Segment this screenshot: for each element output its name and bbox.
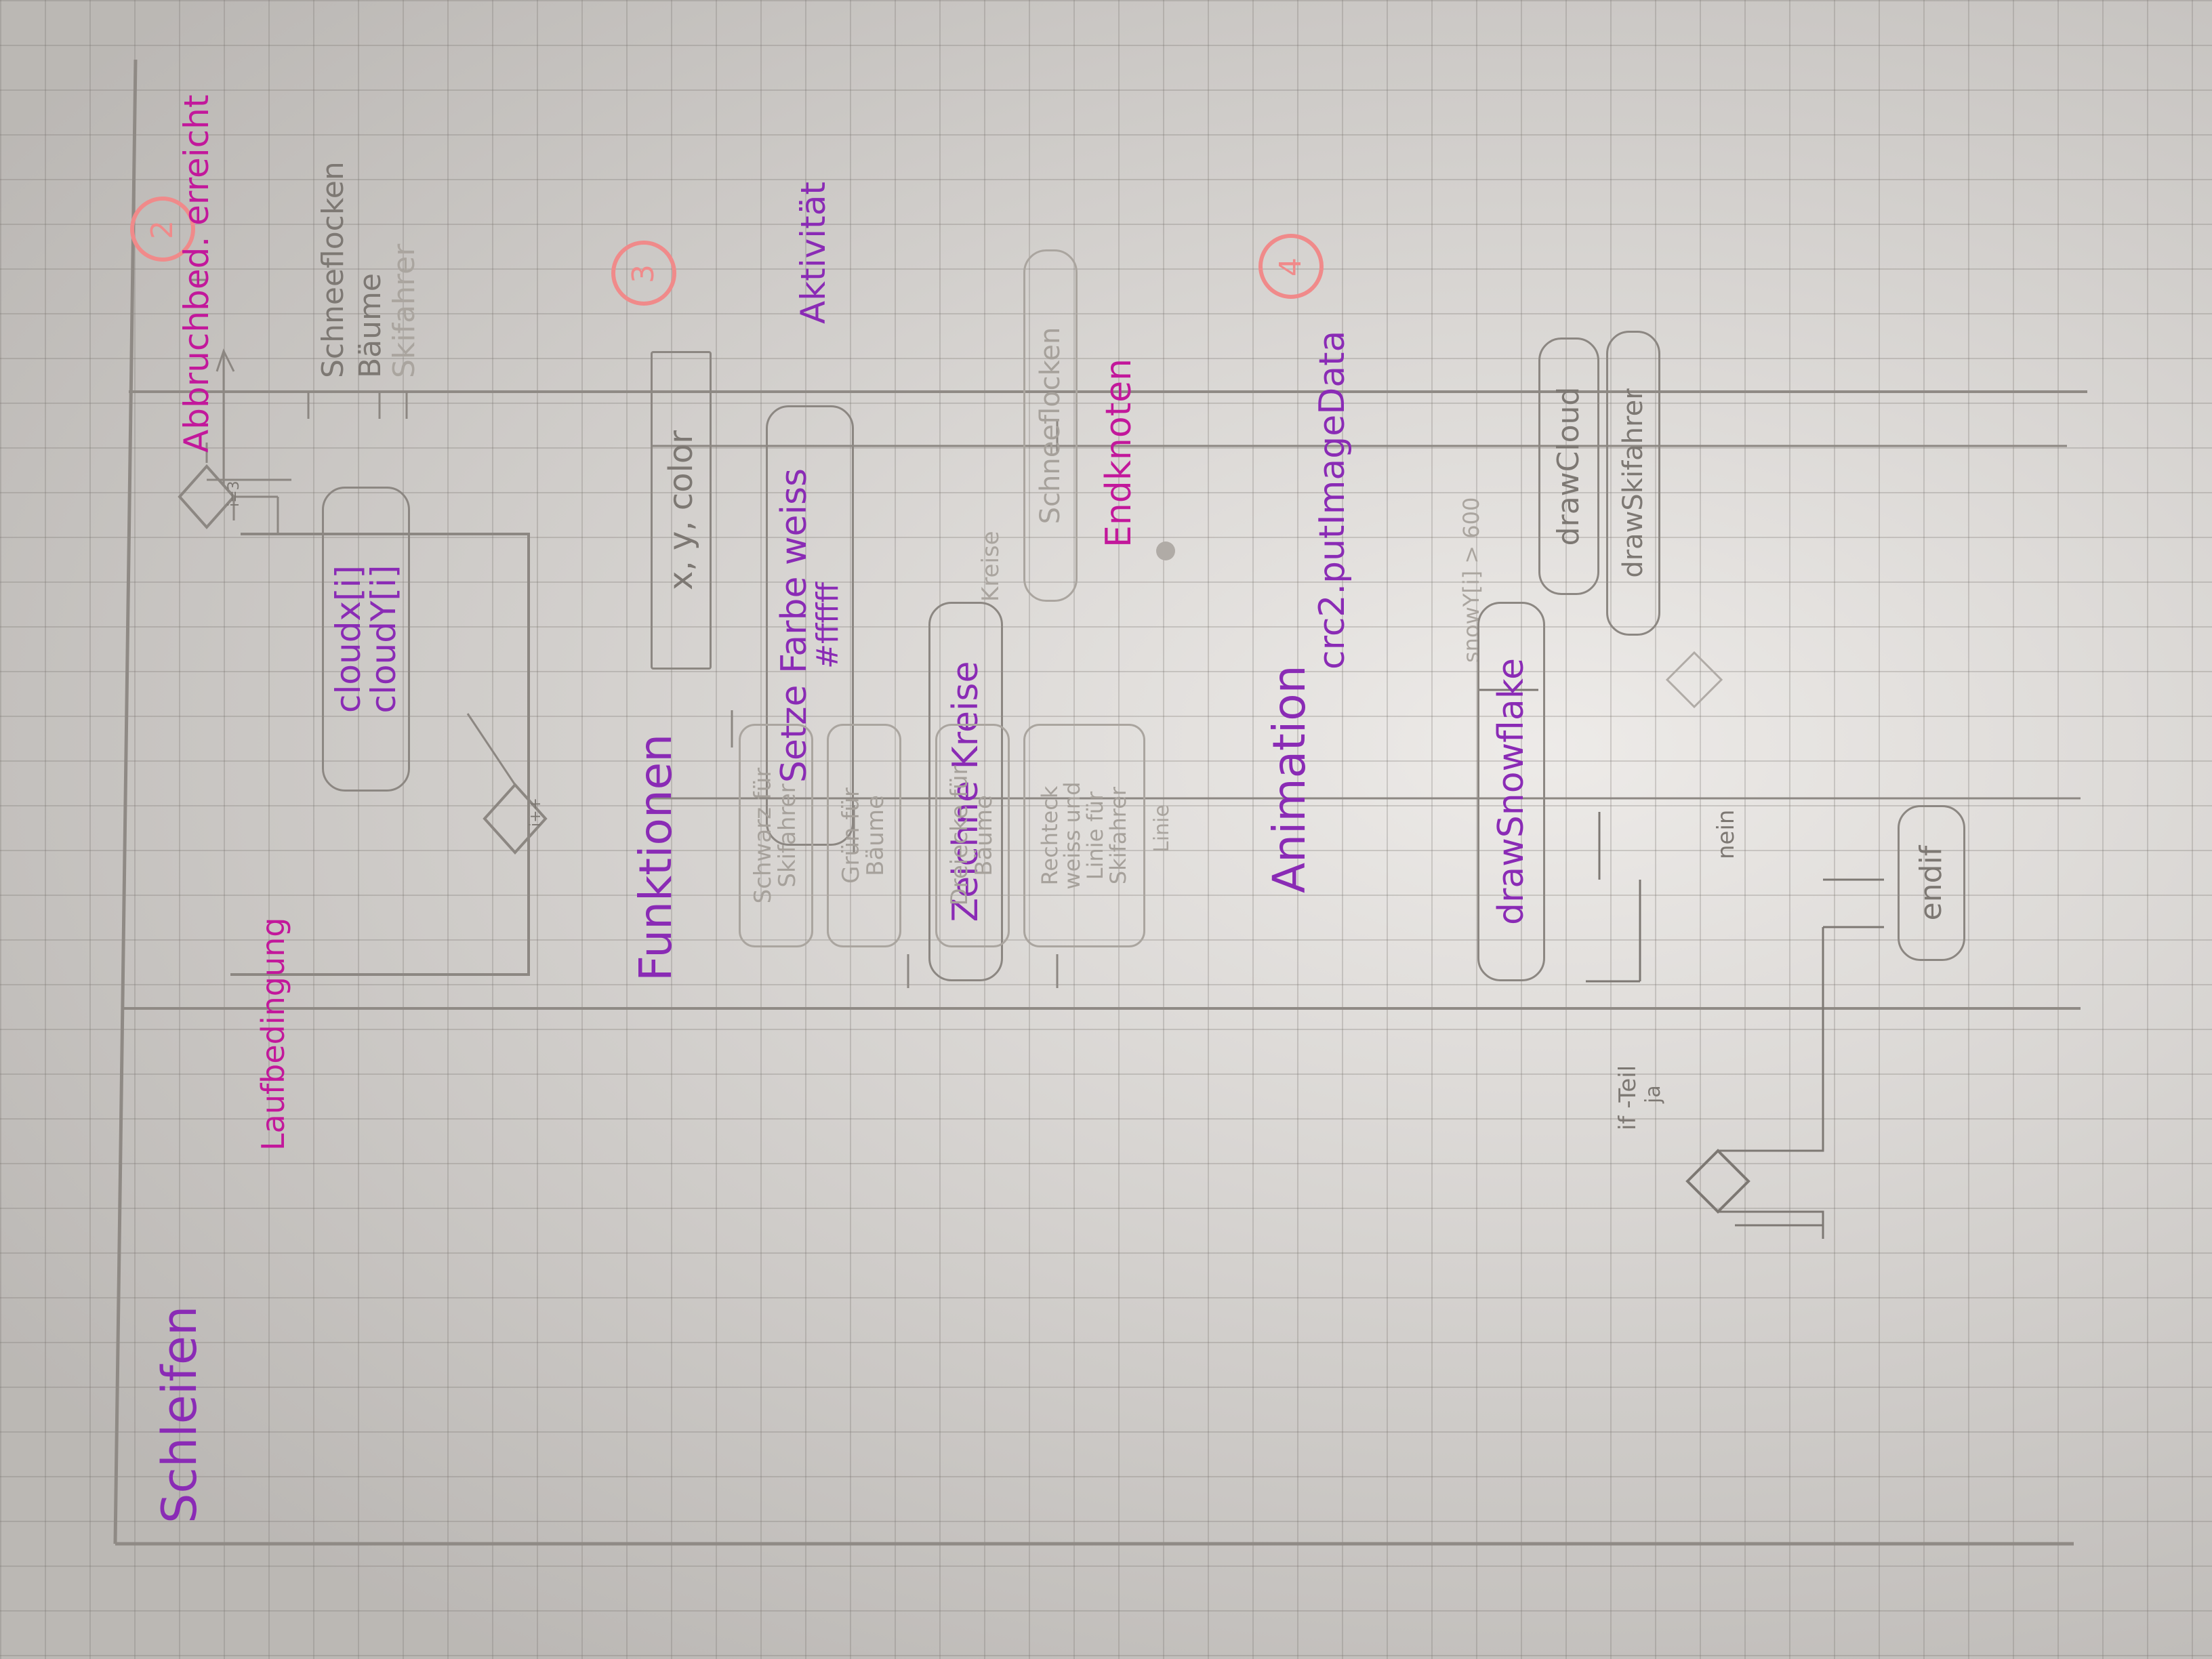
loop-output-snowflakes: Schneeflocken bbox=[316, 161, 350, 378]
draw-skier-activity: drawSkifahrer bbox=[1606, 331, 1660, 636]
no-label: nein bbox=[1713, 809, 1740, 859]
draw-snowflake-label: drawSnowflake bbox=[1490, 658, 1532, 925]
loop-return-path bbox=[230, 533, 530, 976]
params-label: x, y, color bbox=[661, 430, 700, 591]
end-node-label: Endknoten bbox=[1099, 358, 1139, 548]
endif-label: endif bbox=[1913, 845, 1948, 921]
note-rectangle-skier-4: Skifahrer bbox=[1105, 786, 1131, 885]
loop-output-trees: Bäume bbox=[353, 273, 388, 378]
note-triangles-trees-1: Dreiecke für bbox=[946, 765, 974, 906]
note-rectangle-skier-3: Linie für bbox=[1082, 791, 1108, 880]
draw-skier-label: drawSkifahrer bbox=[1618, 388, 1649, 578]
note-green-trees-2: Bäume bbox=[862, 795, 889, 876]
draw-cloud-activity: drawCloud bbox=[1538, 337, 1599, 595]
note-green-trees-1: Grün für bbox=[838, 787, 865, 884]
loop-break-label: Abbruchbed. erreicht bbox=[177, 94, 216, 453]
section-title-animation: Animation bbox=[1263, 665, 1315, 893]
loop-activity-line-2: cloudY[i] bbox=[364, 565, 403, 714]
faint-text-circles: Kreise bbox=[977, 531, 1004, 602]
condition-diamond bbox=[1665, 651, 1723, 709]
draw-cloud-label: drawCloud bbox=[1551, 386, 1586, 546]
note-black-skier: Schwarz für Skifahrer bbox=[739, 724, 813, 947]
activity-label: Aktivität bbox=[794, 182, 833, 324]
frame-top-line bbox=[113, 59, 138, 1544]
loop-activity-line-1: cloudx[i] bbox=[328, 565, 368, 713]
section-number-loops: 2 bbox=[145, 220, 180, 239]
end-node bbox=[1156, 541, 1175, 560]
note-rectangle-skier: Rechteck weiss und Linie für Skifahrer bbox=[1023, 724, 1145, 947]
section-number-functions: 3 bbox=[626, 264, 661, 283]
note-black-skier-1: Schwarz für bbox=[750, 767, 777, 904]
set-color-line-2: #ffffff bbox=[811, 582, 846, 669]
draw-snowflake-activity: drawSnowflake bbox=[1477, 602, 1545, 981]
note-black-skier-2: Skifahrer bbox=[774, 783, 801, 888]
section-4-marker bbox=[1258, 234, 1324, 299]
section-title-loops: Schleifen bbox=[152, 1305, 207, 1523]
loop-step-diamond bbox=[483, 783, 548, 855]
section-2-marker bbox=[130, 197, 195, 262]
if-diamond bbox=[1685, 1149, 1750, 1214]
note-triangles-trees: Dreiecke für Bäume bbox=[935, 724, 1010, 947]
params-box: x, y, color bbox=[651, 351, 712, 670]
endif-node: endif bbox=[1898, 805, 1965, 961]
if-part-label: if -Teil bbox=[1614, 1065, 1641, 1130]
note-rectangle-skier-1: Rechteck bbox=[1036, 785, 1063, 886]
snowflakes-box: Schneeflocken bbox=[1023, 249, 1078, 602]
section-title-functions: Funktionen bbox=[630, 733, 682, 981]
section-3-marker bbox=[611, 241, 676, 306]
loop-condition-label: Laufbedingung bbox=[255, 917, 291, 1151]
section-number-animation: 4 bbox=[1273, 258, 1308, 276]
put-image-data-label: crc2.putImageData bbox=[1312, 330, 1353, 670]
faint-text-line: Linie bbox=[1150, 804, 1174, 853]
loop-activity-box: cloudx[i] cloudY[i] bbox=[322, 487, 410, 792]
note-rectangle-skier-2: weiss und bbox=[1059, 781, 1086, 890]
loop-counter-start: i=3 bbox=[226, 480, 243, 507]
note-triangles-trees-2: Bäume bbox=[970, 795, 998, 876]
yes-label: ja bbox=[1641, 1085, 1665, 1103]
loop-counter-step: i++ bbox=[527, 798, 544, 827]
note-green-trees: Grün für Bäume bbox=[827, 724, 901, 947]
snowflakes-label: Schneeflocken bbox=[1035, 327, 1066, 525]
loop-output-skier: Skifahrer bbox=[387, 243, 422, 378]
